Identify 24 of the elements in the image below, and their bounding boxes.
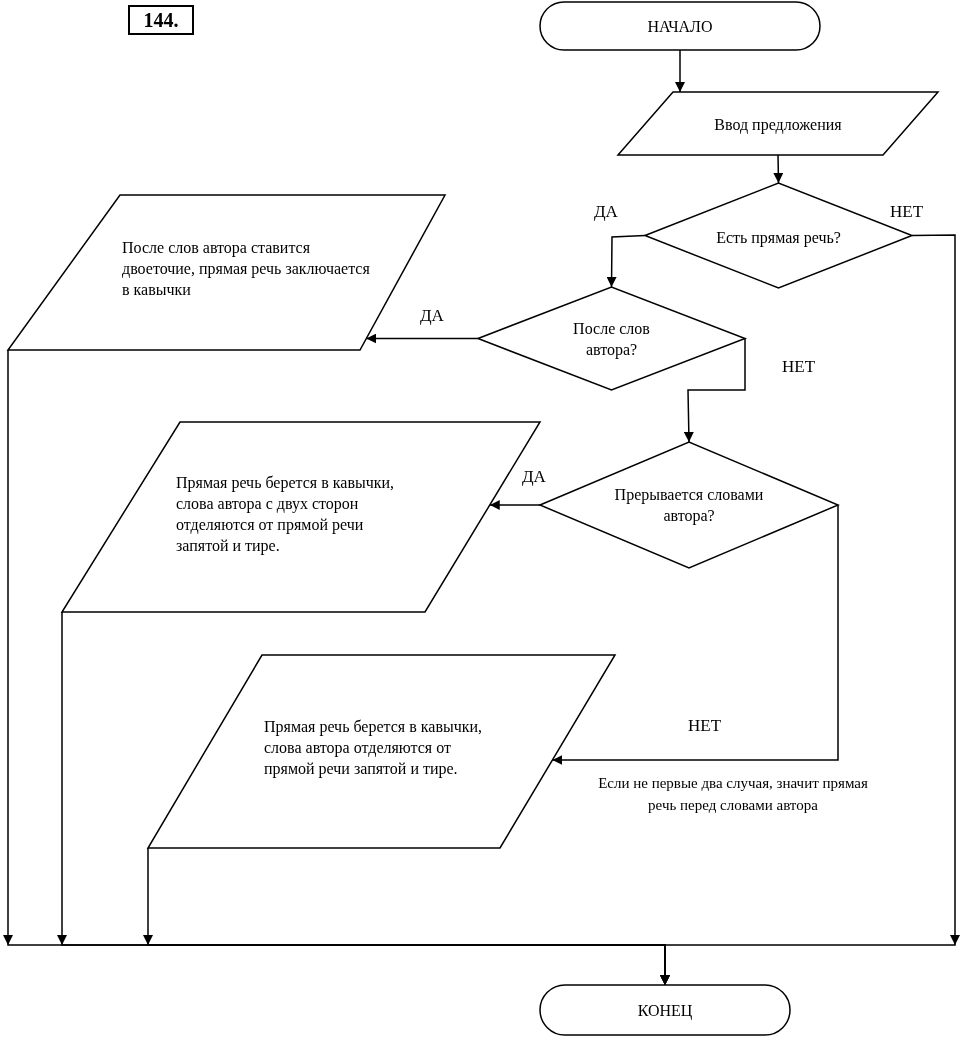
arrow xyxy=(147,847,670,986)
arrow xyxy=(606,234,646,288)
problem-number: 144. xyxy=(128,5,194,35)
node-text: Прямая речь берется в кавычки, слова автора отделяются от прямой речи запятой и тире. xyxy=(264,716,484,779)
arrow xyxy=(683,337,746,443)
arrow xyxy=(551,504,839,765)
start-terminal xyxy=(540,2,820,50)
arrow xyxy=(489,500,541,510)
arrow xyxy=(773,154,784,184)
node-text: После слов автора ставится двоеточие, прямая речь заключается в кавычки xyxy=(122,237,371,300)
node-text: Прерывается словами автора? xyxy=(613,485,765,526)
arrow xyxy=(365,333,479,344)
output-parallelogram xyxy=(8,195,445,350)
input-parallelogram xyxy=(618,92,938,155)
note-text: Если не первые два случая, значит прямая речь перед словами автора xyxy=(598,774,868,815)
node-text: После слов автора? xyxy=(572,319,651,360)
node-text: Есть прямая речь? xyxy=(715,227,842,248)
end-terminal xyxy=(540,985,790,1035)
decision-diamond xyxy=(478,287,745,390)
node-text: КОНЕЦ xyxy=(636,1000,694,1021)
node-text: НАЧАЛО xyxy=(646,16,714,37)
node-text: Ввод предложения xyxy=(713,114,843,135)
arrow xyxy=(675,49,685,93)
node-text: Прямая речь берется в кавычки, слова автора с двух сторон отделяются от прямой речи запятой и тире. xyxy=(176,473,396,556)
